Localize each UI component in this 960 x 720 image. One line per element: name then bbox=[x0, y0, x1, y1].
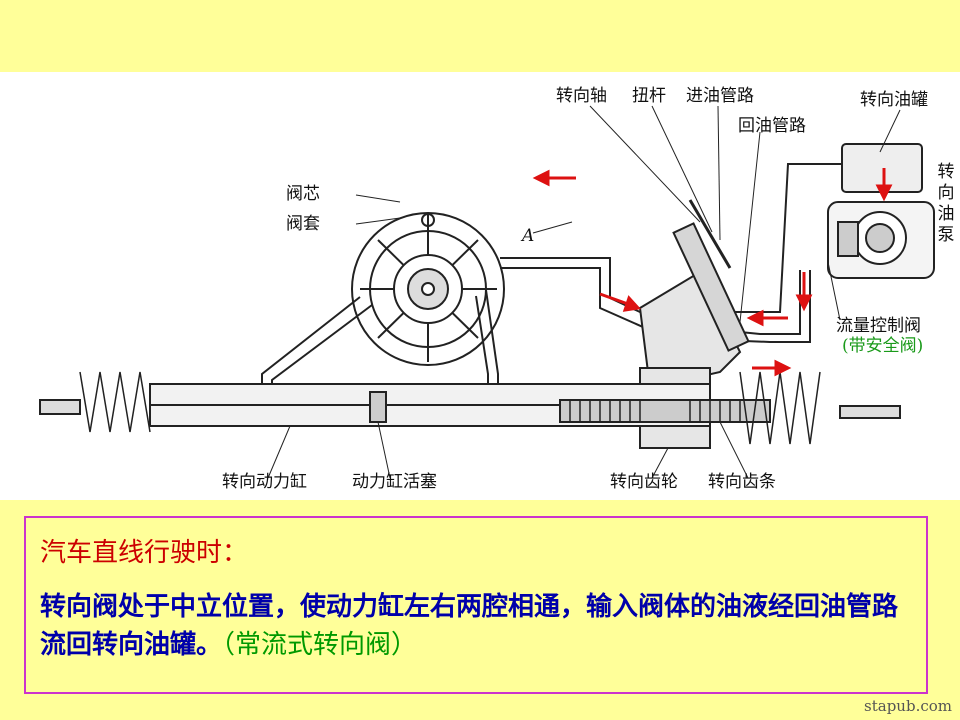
leader-pinion bbox=[651, 447, 669, 479]
label-steering-pump: 转向油泵 bbox=[937, 162, 955, 245]
leader-return-line bbox=[739, 131, 761, 323]
label-safety-valve-note: (带安全阀) bbox=[842, 336, 924, 356]
leader-piston bbox=[377, 421, 391, 479]
label-power-cylinder: 转向动力缸 bbox=[222, 472, 307, 492]
label-flow-control-valve: 流量控制阀 bbox=[836, 316, 921, 336]
label-valve-spool: 阀芯 bbox=[286, 184, 320, 204]
label-inlet-line: 进油管路 bbox=[686, 86, 754, 106]
leader-shaft bbox=[589, 105, 701, 223]
leader-spool bbox=[355, 194, 401, 203]
explanation-body: 转向阀处于中立位置，使动力缸左右两腔相通，输入阀体的油液经回油管路流回转向油罐。… bbox=[40, 588, 920, 664]
leader-section-mark bbox=[532, 221, 573, 234]
flow-arrow-left-top bbox=[532, 169, 550, 187]
flow-arrow-reservoir bbox=[875, 184, 893, 202]
flow-arrow-return bbox=[746, 309, 764, 327]
label-pinion: 转向齿轮 bbox=[610, 472, 678, 492]
label-cylinder-piston: 动力缸活塞 bbox=[352, 472, 437, 492]
cylinder-piston-shape bbox=[369, 391, 387, 423]
label-valve-sleeve: 阀套 bbox=[286, 214, 320, 234]
label-torsion-bar: 扭杆 bbox=[632, 86, 666, 106]
leader-torsion-bar bbox=[651, 105, 713, 233]
label-section-mark: A bbox=[522, 226, 535, 246]
leader-rack bbox=[719, 421, 749, 479]
flow-arrow-down-pump bbox=[795, 294, 813, 312]
label-rack: 转向齿条 bbox=[708, 472, 776, 492]
explanation-text: 转向阀处于中立位置，使动力缸左右两腔相通，输入阀体的油液经回油管路流回转向油罐。 bbox=[40, 592, 899, 660]
label-steering-shaft: 转向轴 bbox=[556, 86, 607, 106]
diagram-drawing bbox=[39, 105, 935, 479]
watermark: stapub.com bbox=[864, 697, 952, 715]
label-steering-reservoir: 转向油罐 bbox=[860, 90, 928, 110]
leader-flow-valve bbox=[827, 261, 841, 321]
leader-sleeve bbox=[355, 217, 401, 225]
flow-arrow-into-valve bbox=[622, 295, 641, 312]
label-return-line: 回油管路 bbox=[738, 116, 806, 136]
leader-reservoir bbox=[879, 109, 901, 153]
leader-cylinder bbox=[267, 425, 291, 479]
leader-inlet-line bbox=[717, 105, 721, 241]
explanation-box: 汽车直线行驶时： 转向阀处于中立位置，使动力缸左右两腔相通，输入阀体的油液经回油… bbox=[24, 516, 928, 694]
explanation-note: （常流式转向阀） bbox=[222, 630, 418, 660]
flow-arrow-right-cylinder bbox=[774, 359, 792, 377]
rack-shape bbox=[559, 399, 771, 423]
explanation-heading: 汽车直线行驶时： bbox=[40, 538, 249, 568]
steering-system-diagram: 转向轴 扭杆 进油管路 回油管路 转向油罐 转向油泵 阀芯 阀套 A 流量控制阀… bbox=[0, 72, 960, 500]
